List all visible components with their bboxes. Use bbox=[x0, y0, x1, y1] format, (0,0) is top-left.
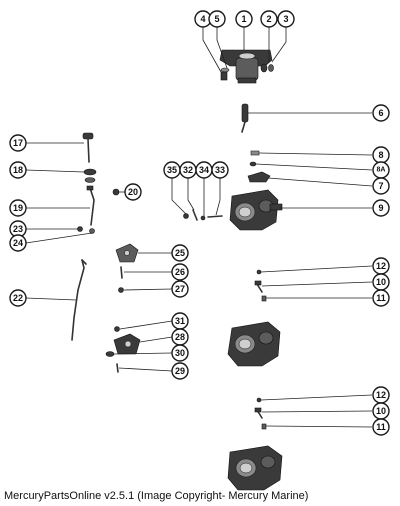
copyright-caption: MercuryPartsOnline v2.5.1 (Image Copyrig… bbox=[4, 490, 309, 502]
callout-26: 26 bbox=[171, 263, 189, 281]
svg-text:18: 18 bbox=[13, 165, 23, 175]
part-pin-29 bbox=[116, 363, 119, 373]
part-nut-18 bbox=[83, 168, 97, 183]
part-linkage-22 bbox=[71, 259, 87, 341]
callout-34: 34 bbox=[195, 161, 213, 179]
svg-text:2: 2 bbox=[266, 14, 271, 24]
svg-text:33: 33 bbox=[215, 165, 225, 175]
part-clip-20 bbox=[112, 188, 120, 196]
part-cam-25 bbox=[115, 243, 139, 263]
callout-30: 30 bbox=[171, 344, 189, 362]
svg-text:12: 12 bbox=[376, 390, 386, 400]
callout-27: 27 bbox=[171, 280, 189, 298]
callout-19: 19 bbox=[9, 199, 27, 217]
callout-17: 17 bbox=[9, 134, 27, 152]
svg-text:11: 11 bbox=[376, 422, 386, 432]
svg-text:22: 22 bbox=[13, 293, 23, 303]
part-lever-28 bbox=[113, 333, 141, 355]
svg-text:28: 28 bbox=[175, 332, 185, 342]
callout-8: 8 bbox=[372, 146, 390, 164]
callout-12-lower: 12 bbox=[372, 386, 390, 404]
svg-text:23: 23 bbox=[13, 224, 23, 234]
svg-text:32: 32 bbox=[183, 165, 193, 175]
part-washer-27 bbox=[118, 287, 124, 293]
callout-23: 23 bbox=[9, 220, 27, 238]
callout-2: 2 bbox=[260, 10, 278, 28]
part-carburetor-9 bbox=[229, 189, 283, 231]
part-hardware-32-35 bbox=[183, 209, 223, 221]
svg-text:8A: 8A bbox=[377, 167, 386, 174]
callout-25: 25 bbox=[171, 244, 189, 262]
callout-32: 32 bbox=[179, 161, 197, 179]
part-washers-23-24 bbox=[77, 226, 95, 234]
part-carburetor-middle bbox=[227, 321, 281, 367]
svg-text:25: 25 bbox=[175, 248, 185, 258]
part-screw-washer-4-5 bbox=[220, 67, 230, 81]
svg-text:29: 29 bbox=[175, 366, 185, 376]
callout-8a: 8A bbox=[372, 161, 390, 179]
callout-18: 18 bbox=[9, 161, 27, 179]
svg-text:5: 5 bbox=[214, 14, 219, 24]
svg-text:3: 3 bbox=[283, 14, 288, 24]
part-hardware-10-12-upper bbox=[254, 269, 267, 302]
svg-text:10: 10 bbox=[376, 406, 386, 416]
callout-7: 7 bbox=[372, 177, 390, 195]
callout-10-lower: 10 bbox=[372, 402, 390, 420]
svg-text:20: 20 bbox=[128, 187, 138, 197]
svg-text:12: 12 bbox=[376, 261, 386, 271]
svg-text:4: 4 bbox=[200, 14, 205, 24]
svg-text:7: 7 bbox=[378, 181, 383, 191]
callout-28: 28 bbox=[171, 328, 189, 346]
svg-text:19: 19 bbox=[13, 203, 23, 213]
callout-9: 9 bbox=[372, 199, 390, 217]
svg-text:31: 31 bbox=[175, 316, 185, 326]
svg-text:6: 6 bbox=[378, 108, 383, 118]
leader-lines bbox=[25, 26, 373, 428]
svg-text:1: 1 bbox=[241, 14, 246, 24]
svg-text:27: 27 bbox=[175, 284, 185, 294]
svg-text:30: 30 bbox=[175, 348, 185, 358]
callout-24: 24 bbox=[9, 234, 27, 252]
callout-22: 22 bbox=[9, 289, 27, 307]
part-fittings-2-3 bbox=[260, 63, 274, 73]
part-top-cover bbox=[219, 49, 273, 84]
callout-12-upper: 12 bbox=[372, 257, 390, 275]
svg-text:24: 24 bbox=[13, 238, 23, 248]
svg-text:10: 10 bbox=[376, 277, 386, 287]
part-hardware-10-12-lower bbox=[254, 397, 267, 430]
part-spring-26 bbox=[120, 266, 123, 279]
callout-29: 29 bbox=[171, 362, 189, 380]
callout-6: 6 bbox=[372, 104, 390, 122]
part-rod-19 bbox=[86, 185, 95, 226]
callout-5: 5 bbox=[208, 10, 226, 28]
svg-text:9: 9 bbox=[378, 203, 383, 213]
part-link-6 bbox=[241, 103, 249, 133]
part-bolt-17 bbox=[82, 132, 94, 163]
part-bracket-7 bbox=[247, 171, 271, 183]
callout-1: 1 bbox=[235, 10, 253, 28]
callout-31: 31 bbox=[171, 312, 189, 330]
svg-text:11: 11 bbox=[376, 293, 386, 303]
svg-text:26: 26 bbox=[175, 267, 185, 277]
callout-33: 33 bbox=[211, 161, 229, 179]
svg-text:8: 8 bbox=[378, 150, 383, 160]
callout-35: 35 bbox=[163, 161, 181, 179]
svg-text:17: 17 bbox=[13, 138, 23, 148]
callout-20: 20 bbox=[124, 183, 142, 201]
callout-10-upper: 10 bbox=[372, 273, 390, 291]
svg-text:34: 34 bbox=[199, 165, 209, 175]
callout-3: 3 bbox=[277, 10, 295, 28]
callout-11-lower: 11 bbox=[372, 418, 390, 436]
callout-11-upper: 11 bbox=[372, 289, 390, 307]
part-carburetor-lower bbox=[227, 445, 283, 491]
part-washer-30 bbox=[105, 351, 115, 357]
svg-text:35: 35 bbox=[167, 165, 177, 175]
part-screw-31 bbox=[114, 326, 120, 332]
